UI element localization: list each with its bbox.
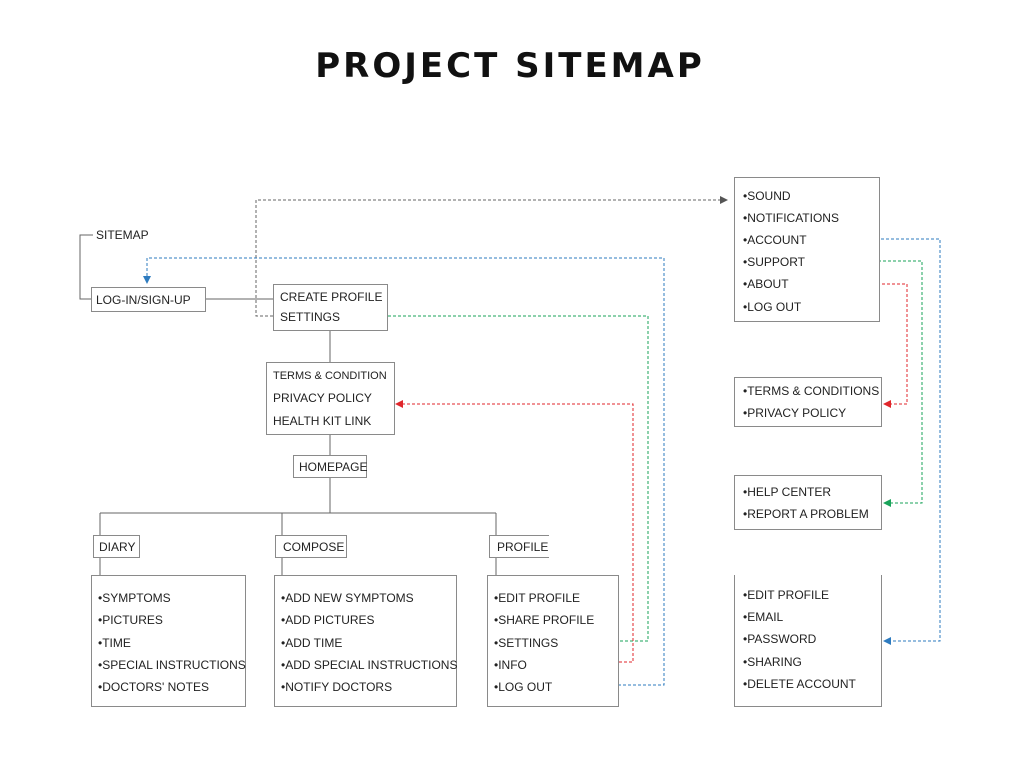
homepage-label: HOMEPAGE: [299, 460, 368, 474]
settings-label: SETTINGS: [280, 310, 341, 324]
list-item[interactable]: ADD NEW SYMPTOMS: [281, 591, 413, 605]
diary-box[interactable]: DIARY: [93, 535, 140, 558]
info-terms-arrow: [395, 400, 634, 663]
sitemap-label: SITEMAP: [96, 228, 149, 242]
support-panel: HELP CENTER REPORT A PROBLEM: [734, 475, 882, 530]
list-item[interactable]: LOG OUT: [743, 300, 801, 314]
health-kit-label: HEALTH KIT LINK: [273, 414, 372, 428]
list-item[interactable]: SHARING: [743, 655, 802, 669]
settings-return-arrow: [341, 312, 649, 642]
list-item[interactable]: ABOUT: [743, 277, 788, 291]
list-item[interactable]: EDIT PROFILE: [743, 588, 829, 602]
compose-list: ADD NEW SYMPTOMS ADD PICTURES ADD TIME A…: [274, 575, 457, 707]
list-item[interactable]: LOG OUT: [494, 680, 552, 694]
terms-box[interactable]: TERMS & CONDITION PRIVACY POLICY HEALTH …: [266, 362, 395, 435]
list-item[interactable]: NOTIFICATIONS: [743, 211, 839, 225]
list-item[interactable]: PRIVACY POLICY: [743, 406, 846, 420]
list-item[interactable]: ADD PICTURES: [281, 613, 374, 627]
list-item[interactable]: SETTINGS: [494, 636, 558, 650]
profile-section-label: PROFILE: [497, 540, 549, 554]
list-item[interactable]: ACCOUNT: [743, 233, 806, 247]
list-item[interactable]: EMAIL: [743, 610, 783, 624]
list-item[interactable]: PICTURES: [98, 613, 163, 627]
list-item[interactable]: EDIT PROFILE: [494, 591, 580, 605]
create-profile-box[interactable]: CREATE PROFILE SETTINGS: [273, 284, 388, 331]
tree-lines: [79, 234, 497, 575]
page-title: PROJECT SITEMAP: [315, 46, 705, 86]
list-item[interactable]: TERMS & CONDITIONS: [743, 384, 879, 398]
terms-label: TERMS & CONDITION: [273, 370, 387, 382]
diary-label: DIARY: [99, 540, 136, 554]
list-item[interactable]: SYMPTOMS: [98, 591, 170, 605]
create-profile-label: CREATE PROFILE: [280, 290, 383, 304]
list-item[interactable]: HELP CENTER: [743, 485, 831, 499]
compose-label: COMPOSE: [283, 540, 345, 554]
login-label: LOG-IN/SIGN-UP: [96, 293, 191, 307]
settings-panel: SOUND NOTIFICATIONS ACCOUNT SUPPORT ABOU…: [734, 177, 880, 322]
homepage-box[interactable]: HOMEPAGE: [293, 455, 367, 478]
list-item[interactable]: ADD TIME: [281, 636, 342, 650]
list-item[interactable]: DOCTORS' NOTES: [98, 680, 209, 694]
list-item[interactable]: PASSWORD: [743, 632, 816, 646]
profile-list: EDIT PROFILE SHARE PROFILE SETTINGS INFO…: [487, 575, 619, 707]
list-item[interactable]: SUPPORT: [743, 255, 805, 269]
about-panel: TERMS & CONDITIONS PRIVACY POLICY: [734, 377, 882, 427]
list-item[interactable]: REPORT A PROBLEM: [743, 507, 869, 521]
compose-box[interactable]: COMPOSE: [275, 535, 347, 558]
list-item[interactable]: SPECIAL INSTRUCTIONS: [98, 658, 246, 672]
profile-section-box[interactable]: PROFILE: [489, 535, 549, 558]
diary-list: SYMPTOMS PICTURES TIME SPECIAL INSTRUCTI…: [91, 575, 246, 707]
list-item[interactable]: TIME: [98, 636, 131, 650]
list-item[interactable]: INFO: [494, 658, 527, 672]
list-item[interactable]: DELETE ACCOUNT: [743, 677, 856, 691]
list-item[interactable]: NOTIFY DOCTORS: [281, 680, 392, 694]
privacy-label: PRIVACY POLICY: [273, 391, 372, 405]
list-item[interactable]: SHARE PROFILE: [494, 613, 594, 627]
list-item[interactable]: ADD SPECIAL INSTRUCTIONS: [281, 658, 457, 672]
list-item[interactable]: SOUND: [743, 189, 790, 203]
login-box[interactable]: LOG-IN/SIGN-UP: [91, 287, 206, 312]
account-panel: EDIT PROFILE EMAIL PASSWORD SHARING DELE…: [734, 575, 882, 707]
